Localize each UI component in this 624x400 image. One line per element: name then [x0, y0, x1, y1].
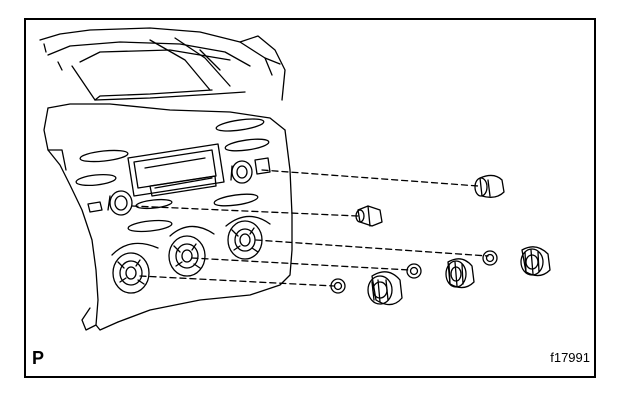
- console-small-knob-left: [107, 190, 133, 216]
- removed-small-knob-shaft: [355, 205, 383, 227]
- console-small-knob-right: [230, 160, 253, 184]
- removed-dial-knob-3: [520, 246, 551, 277]
- diagram-frame: [24, 18, 596, 378]
- console-dial-left: [111, 242, 159, 294]
- console-panel: [43, 103, 293, 331]
- console-dial-center: [168, 225, 215, 277]
- view-code-label: P: [32, 348, 45, 368]
- removed-spring-clip-1: [330, 278, 346, 294]
- removed-spring-clip-3: [482, 250, 498, 266]
- removed-dial-knob-1: [367, 271, 403, 306]
- figure-id-label: f17991: [550, 350, 590, 365]
- radio-display-unit: [127, 143, 225, 197]
- removed-knob-cap-top: [474, 174, 505, 198]
- dashboard-upper-housing: [39, 27, 286, 101]
- leader-lines: [131, 169, 489, 287]
- vent-slots: [75, 118, 271, 233]
- removed-spring-clip-2: [406, 263, 422, 279]
- removed-dial-knob-2: [445, 258, 475, 289]
- console-dial-right: [225, 215, 271, 260]
